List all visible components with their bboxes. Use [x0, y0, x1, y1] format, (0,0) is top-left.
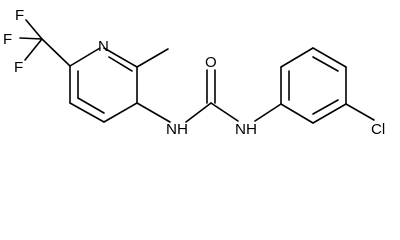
atom-label-nh-right: NH: [235, 121, 257, 138]
structure-diagram: F F F N O NH NH Cl: [3, 7, 385, 138]
atom-label-cl: Cl: [371, 121, 385, 138]
atom-label-nh-left: NH: [166, 121, 188, 138]
bond-nh-right-ring: [254, 103, 282, 122]
bond-cf3-f3: [24, 38, 43, 61]
bond-c6-n1: [69, 47, 101, 67]
bond-p5-p6: [312, 103, 347, 124]
bond-c3-c4: [103, 102, 138, 123]
atom-label-f3: F: [14, 59, 23, 76]
urea-linkage: [136, 69, 282, 123]
bond-c4-c5: [69, 102, 105, 123]
bond-methyl: [136, 48, 169, 68]
trifluoromethyl-group: [19, 19, 71, 67]
bond-nh-left-carbonyl: [185, 102, 212, 123]
bond-c4-c5-inner: [77, 97, 105, 114]
bond-cf3-ring: [41, 38, 71, 67]
bond-p2-p3: [280, 47, 314, 68]
chlorophenyl-ring: [280, 47, 375, 124]
bond-n1-c2-inner: [108, 56, 133, 72]
atom-labels: F F F N O NH NH Cl: [3, 7, 385, 138]
bond-ring-nh-left: [136, 102, 171, 123]
atom-label-f2: F: [3, 31, 12, 48]
bond-p6-p1: [280, 103, 314, 124]
pyridine-ring: [69, 47, 138, 123]
bond-cf3-f1: [25, 19, 43, 40]
bond-p5-p6-inner: [312, 99, 339, 115]
atom-label-o: O: [205, 54, 217, 71]
bond-p3-p4: [312, 47, 347, 68]
atom-label-n-ring: N: [98, 38, 109, 55]
molecule-canvas: F F F N O NH NH Cl: [3, 7, 385, 138]
atom-label-f1: F: [15, 7, 24, 24]
bond-cf3-f2: [19, 37, 43, 40]
bond-n1-c2-double: [103, 47, 138, 68]
bond-ring-cl: [345, 103, 375, 121]
bond-carbonyl-nh-right: [210, 102, 239, 122]
bond-p3-p4-inner: [312, 56, 339, 72]
